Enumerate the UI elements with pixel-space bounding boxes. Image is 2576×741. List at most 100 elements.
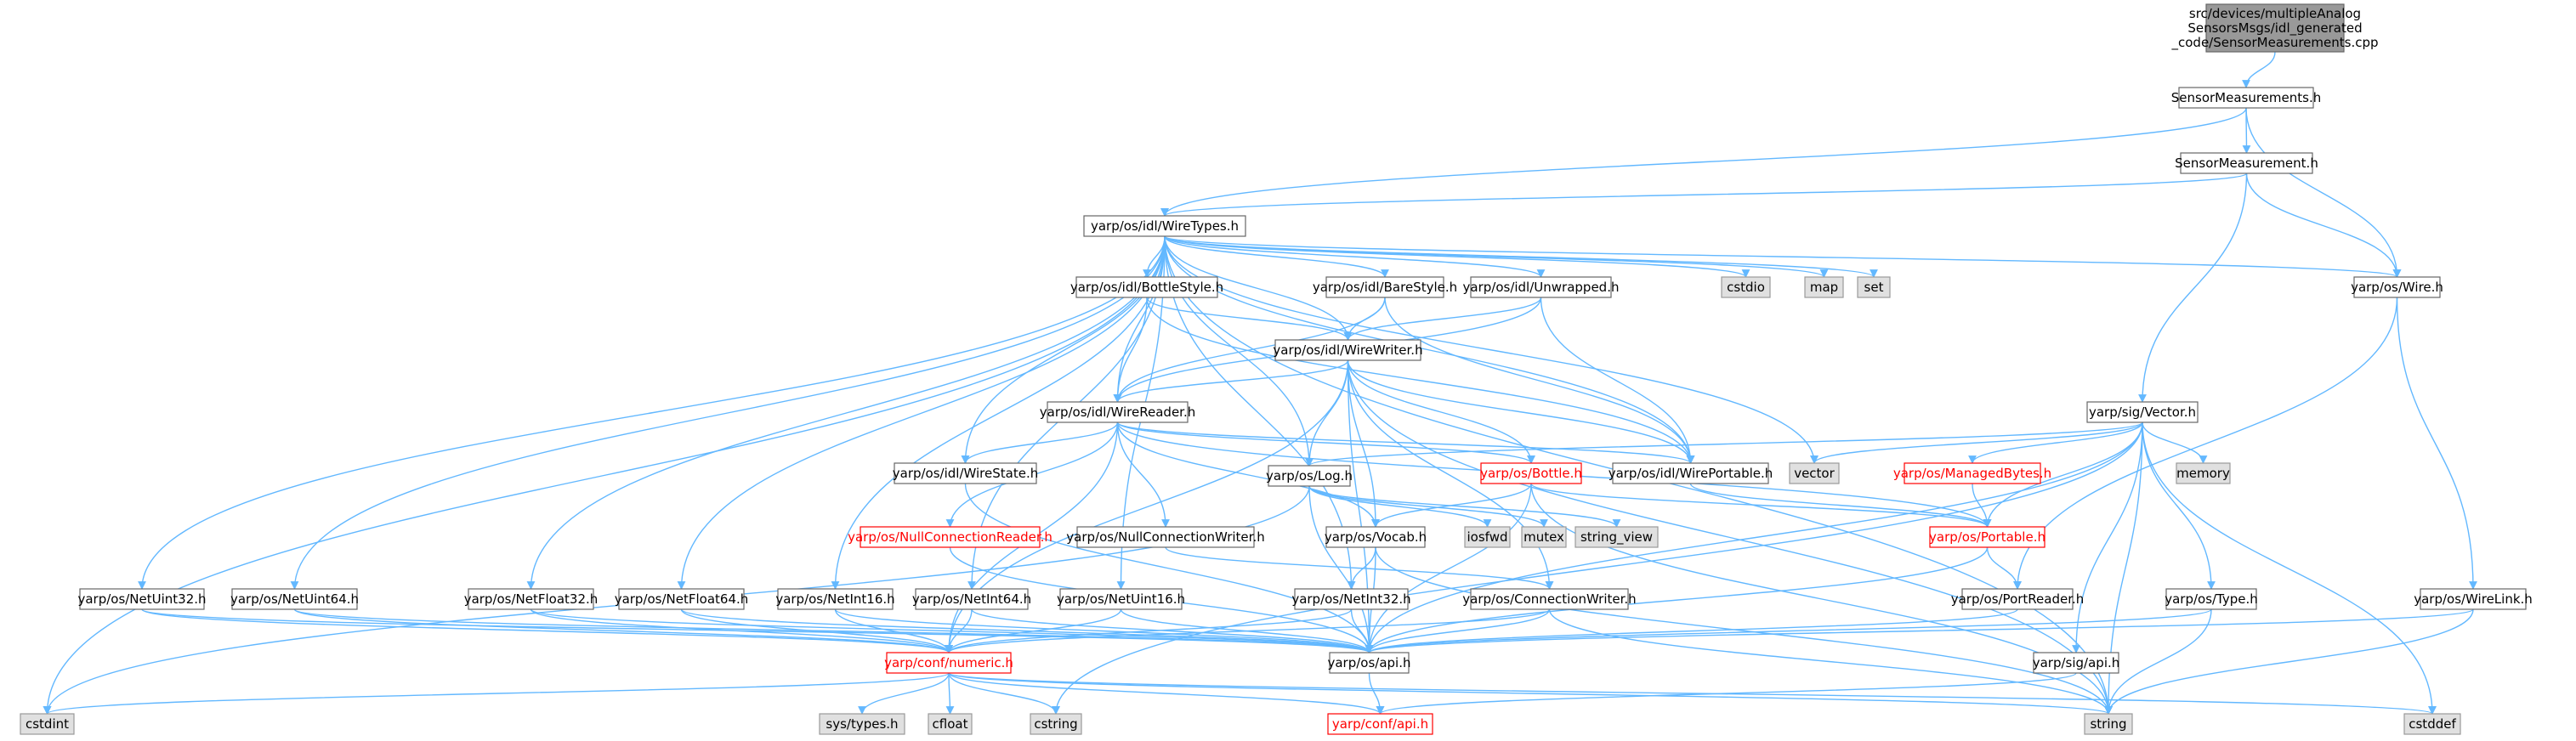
node-label: yarp/conf/numeric.h — [884, 655, 1013, 670]
node-nu64[interactable]: yarp/os/NetUint64.h — [230, 588, 359, 610]
node-nf64[interactable]: yarp/os/NetFloat64.h — [615, 588, 749, 610]
edge-sm-to-vector — [2138, 173, 2248, 403]
node-label: yarp/os/idl/WirePortable.h — [1609, 466, 1773, 481]
node-confapi[interactable]: yarp/conf/api.h — [1327, 713, 1433, 735]
node-sm[interactable]: SensorMeasurement.h — [2175, 152, 2318, 174]
edge-wt-to-cstdio — [1164, 235, 1750, 278]
node-log[interactable]: yarp/os/Log.h — [1266, 465, 1353, 487]
node-ncr[interactable]: yarp/os/NullConnectionReader.h — [848, 526, 1053, 548]
edge-ws-to-osapi — [964, 483, 1374, 653]
edge-wt-to-set — [1164, 235, 1878, 278]
edge-ni32-to-numeric — [945, 608, 1353, 653]
edge-numeric-to-cfloat — [945, 672, 955, 715]
node-nf32[interactable]: yarp/os/NetFloat32.h — [464, 588, 599, 610]
edge-ni16-to-numeric — [834, 608, 953, 653]
edge-cw-to-osapi — [1365, 608, 1551, 653]
edge-vector-to-memory — [2142, 421, 2208, 464]
edge-bstyle-to-wp — [1146, 297, 1695, 464]
node-box — [819, 713, 905, 735]
node-wire[interactable]: yarp/os/Wire.h — [2351, 276, 2443, 298]
node-box — [468, 588, 594, 610]
node-box — [618, 588, 745, 610]
edge-sms-to-wt — [1160, 107, 2247, 217]
node-label: yarp/os/Portable.h — [1929, 529, 2045, 545]
node-mbytes[interactable]: yarp/os/ManagedBytes.h — [1893, 462, 2051, 484]
node-label: yarp/os/idl/BottleStyle.h — [1070, 280, 1223, 295]
node-label: yarp/os/NetInt32.h — [1291, 591, 1410, 607]
edge-ni64-to-osapi — [971, 608, 1374, 653]
node-label: cstdio — [1727, 280, 1765, 295]
node-box — [928, 713, 973, 735]
node-box — [2165, 588, 2257, 610]
edge-log-to-iosfwd — [1308, 485, 1492, 528]
node-bare[interactable]: yarp/os/idl/BareStyle.h — [1313, 276, 1457, 298]
node-vector[interactable]: yarp/sig/Vector.h — [2086, 401, 2199, 423]
node-ncw[interactable]: yarp/os/NullConnectionWriter.h — [1066, 526, 1265, 548]
node-root[interactable]: src/devices/multipleAnalogSensorsMsgs/id… — [2171, 3, 2379, 53]
node-vocab[interactable]: yarp/os/Vocab.h — [1325, 526, 1427, 548]
node-box — [1961, 588, 2074, 610]
node-ni64[interactable]: yarp/os/NetInt64.h — [912, 588, 1031, 610]
node-box — [1325, 276, 1444, 298]
node-sigapi[interactable]: yarp/sig/api.h — [2033, 652, 2120, 674]
edge-wire-to-preader — [2013, 297, 2398, 590]
node-label: cstring — [1034, 716, 1077, 732]
edge-log-to-mutex — [1308, 485, 1548, 528]
edge-sm-to-wire — [2245, 173, 2402, 278]
edge-ww-to-wp — [1347, 359, 1695, 464]
node-box — [1470, 276, 1612, 298]
node-box — [1575, 526, 1659, 548]
node-box — [2033, 652, 2119, 674]
edge-ww-to-wr — [1113, 359, 1349, 403]
node-ws[interactable]: yarp/os/idl/WireState.h — [893, 462, 1038, 484]
node-wlink[interactable]: yarp/os/WireLink.h — [2414, 588, 2533, 610]
node-box — [1929, 526, 2045, 548]
node-preader[interactable]: yarp/os/PortReader.h — [1951, 588, 2085, 610]
node-label: yarp/os/idl/BareStyle.h — [1313, 280, 1457, 295]
edge-wr-to-ws — [961, 421, 1119, 464]
node-label: sys/types.h — [826, 716, 898, 732]
edge-bstyle-to-ww — [1146, 297, 1353, 341]
node-label: yarp/os/NetUint32.h — [77, 591, 206, 607]
node-osapi[interactable]: yarp/os/api.h — [1327, 652, 1411, 674]
node-label: vector — [1794, 466, 1835, 481]
node-label: memory — [2176, 466, 2230, 481]
edge-sm-to-wt — [1160, 173, 2248, 217]
node-label: yarp/sig/api.h — [2033, 655, 2120, 670]
node-box — [231, 588, 358, 610]
node-wt[interactable]: yarp/os/idl/WireTypes.h — [1083, 215, 1246, 237]
node-type[interactable]: yarp/os/Type.h — [2165, 588, 2258, 610]
node-cw[interactable]: yarp/os/ConnectionWriter.h — [1462, 588, 1637, 610]
edge-wt-to-wr — [1113, 235, 1166, 403]
node-portable[interactable]: yarp/os/Portable.h — [1929, 526, 2045, 548]
node-wp[interactable]: yarp/os/idl/WirePortable.h — [1609, 462, 1773, 484]
edge-vector-to-cstddef — [2142, 421, 2437, 715]
node-nu16[interactable]: yarp/os/NetUint16.h — [1057, 588, 1185, 610]
node-ni16[interactable]: yarp/os/NetInt16.h — [775, 588, 895, 610]
node-numeric[interactable]: yarp/conf/numeric.h — [884, 652, 1013, 674]
edge-wt-to-bstyle — [1143, 235, 1166, 278]
edge-mbytes-to-portable — [1972, 483, 1992, 528]
node-bstyle[interactable]: yarp/os/idl/BottleStyle.h — [1070, 276, 1223, 298]
node-nu32[interactable]: yarp/os/NetUint32.h — [77, 588, 207, 610]
node-ww[interactable]: yarp/os/idl/WireWriter.h — [1273, 339, 1423, 361]
edge-nf64-to-osapi — [680, 608, 1374, 653]
node-label: yarp/os/Type.h — [2165, 591, 2258, 607]
node-bottle[interactable]: yarp/os/Bottle.h — [1480, 462, 1582, 484]
node-label: yarp/os/idl/WireTypes.h — [1091, 218, 1239, 234]
node-wr[interactable]: yarp/os/idl/WireReader.h — [1040, 401, 1196, 423]
node-box — [2178, 87, 2314, 109]
edge-vector-to-mbytes — [1968, 421, 2143, 464]
node-ni32[interactable]: yarp/os/NetInt32.h — [1291, 588, 1411, 610]
node-box — [79, 588, 205, 610]
node-label: yarp/os/NetInt16.h — [775, 591, 894, 607]
node-box — [1083, 215, 1246, 237]
node-box — [1047, 401, 1189, 423]
edge-wt-to-ni16 — [831, 235, 1166, 590]
node-unwrap[interactable]: yarp/os/idl/Unwrapped.h — [1463, 276, 1620, 298]
node-label: SensorMeasurement.h — [2175, 156, 2318, 171]
edge-cw-to-string — [1548, 608, 2113, 715]
node-label: yarp/os/NullConnectionReader.h — [848, 529, 1053, 545]
node-sms[interactable]: SensorMeasurements.h — [2171, 87, 2321, 109]
